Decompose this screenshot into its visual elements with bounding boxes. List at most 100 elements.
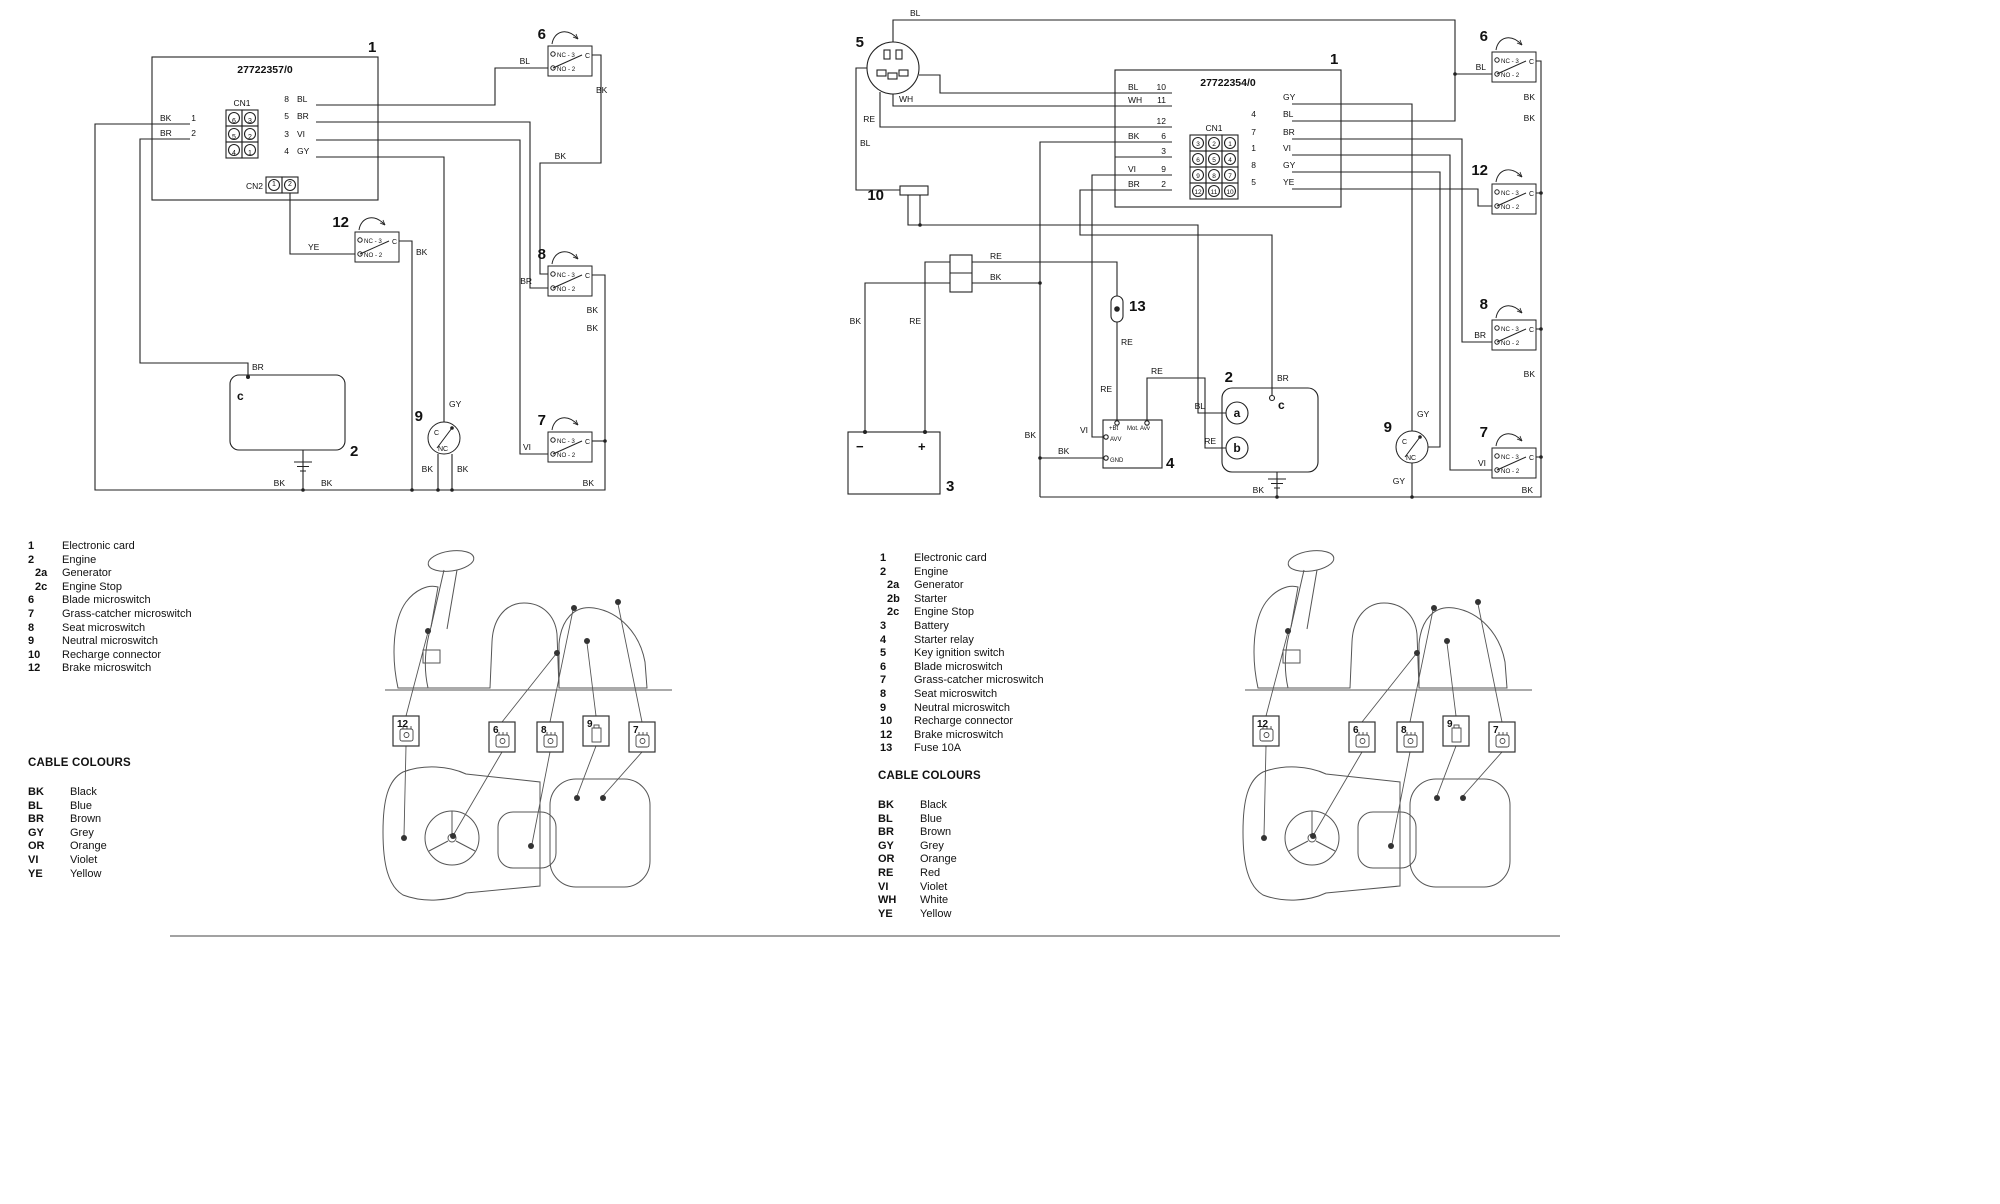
colour-name: Yellow [920,907,952,920]
wire-label-1: 1 [1251,143,1256,153]
callout-9: 9 [587,719,593,730]
wire-label-3: 3 [1196,141,1200,148]
left-wire-junctions [246,375,607,492]
wire-label-11: 11 [1157,95,1166,105]
legend-ref: 2c [35,580,48,593]
wire-label-12: 12 [1194,189,1202,196]
colour-code: VI [28,853,39,866]
wire-label-BR: BR [1277,373,1289,383]
callout-boxes [392,715,656,753]
colour-name: Black [70,786,97,798]
wire-label-1: 1 [191,113,196,123]
microswitch-7: NC - 3NO - 2C [547,417,593,463]
ref-key-ignition-switch: 5 [856,34,864,51]
legend-ref: 13 [880,742,893,755]
wire-label-BK: BK [1522,485,1534,495]
colour-code: OR [28,840,45,853]
colour-code: BK [28,786,44,798]
colour-name: Blue [70,799,93,812]
terminal-nc: NC - 3 [1501,326,1519,333]
wire-label-RE: RE [909,316,921,326]
right-wires [855,19,1543,499]
terminal-nc: NC - 3 [557,272,575,279]
terminal-nc: NC [1406,455,1416,462]
wire-label-1: 1 [272,181,276,188]
legend-label: Grass-catcher microswitch [914,674,1044,687]
terminal-c: C [1529,455,1534,462]
relay-terminal-mot-avv: Mot. Avv [1127,426,1150,432]
engine-terminal-c: c [1278,398,1285,412]
colour-name: Orange [920,853,957,866]
terminal-no: NO - 2 [1501,72,1520,79]
cable-colour-row: BK Black [28,786,107,800]
wire-label-7: 7 [1228,173,1232,180]
legend-ref: 10 [28,648,41,661]
wire-label-BK: BK [457,464,469,474]
callout-dots [401,599,621,849]
colour-code: BR [28,813,44,826]
ref-grass-catcher-microswitch: 7 [538,412,546,429]
ref-fuse: 13 [1129,298,1146,315]
wire-label-BL: BL [1128,82,1139,92]
legend-ref: 6 [880,660,887,673]
wire-label-BR: BR [160,128,172,138]
wire-label-BK: BK [596,85,608,95]
legend-label: Fuse 10A [914,742,962,755]
wire-label-WH: WH [899,94,913,104]
ref-electronic-card: 1 [368,39,376,56]
relay-terminal-gnd: GND [1110,458,1124,464]
right-wire-junctions [863,72,1543,499]
terminal-c: C [1529,327,1534,334]
wire-label-BL: BL [520,56,531,66]
terminal-no: NO - 2 [557,286,576,293]
wire-label-BK: BK [1524,113,1536,123]
cn2-label: CN2 [246,181,263,191]
wire-label-10: 10 [1226,189,1234,196]
wire-label-BL: BL [1195,401,1206,411]
legend-ref: 1 [880,552,887,564]
colour-code: BL [878,812,893,825]
colour-code: YE [28,867,43,880]
wire-label-RE: RE [1151,366,1163,376]
colour-code: VI [878,880,889,893]
wire-label-BL: BL [1283,109,1294,119]
legend-label: Brake microswitch [914,728,1004,741]
colour-name: Blue [920,812,943,825]
wire-label-RE: RE [990,251,1002,261]
wire-label-9: 9 [1196,173,1200,180]
legend-ref: 12 [28,662,41,675]
ref-seat-microswitch: 8 [1480,296,1488,313]
legend-label: Blade microswitch [914,660,1003,673]
legend-ref: 4 [880,633,887,646]
wire-label-BR: BR [1474,330,1486,340]
part-number: 27722357/0 [237,64,293,76]
ground-icon [1268,478,1286,489]
colour-name: Brown [920,826,952,839]
wire-label-2: 2 [288,181,292,188]
wire-label-BR: BR [252,362,264,372]
wire-label-BK: BK [583,478,595,488]
ground-icon [294,461,312,472]
battery-plus: + [918,439,926,454]
terminal-no: NO - 2 [1501,204,1520,211]
callout-leader-lines [403,603,643,845]
wire-label-5: 5 [1212,157,1216,164]
legend-label: Electronic card [62,540,135,552]
wire-label-RE: RE [1121,337,1133,347]
legend-label: Generator [914,579,964,592]
wire-label-RE: RE [1204,436,1216,446]
ref-grass-catcher-microswitch: 7 [1480,424,1488,441]
colour-name: Black [920,799,947,811]
wire-label-3: 3 [284,129,289,139]
legend-label: Recharge connector [62,648,162,661]
